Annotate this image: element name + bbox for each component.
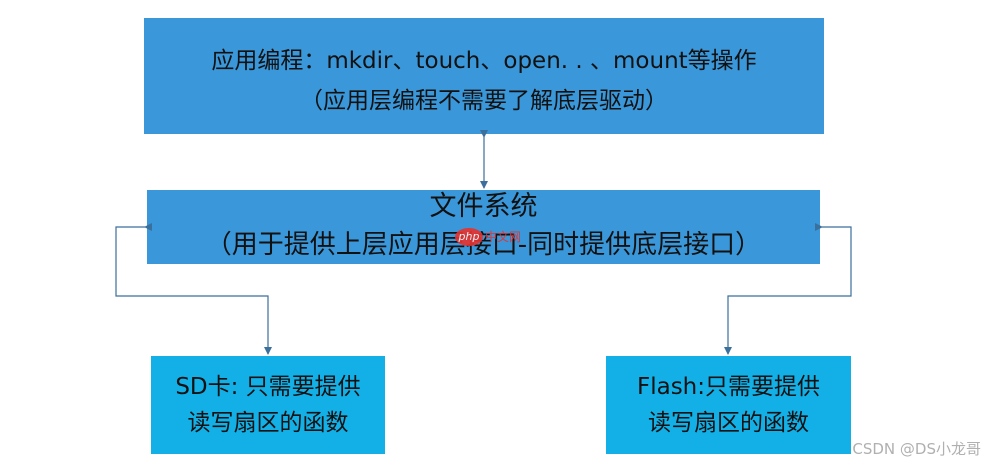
file-system-note: （用于提供上层应用层接口-同时提供底层接口） xyxy=(205,230,762,260)
sd-card-line2: 读写扇区的函数 xyxy=(187,410,349,436)
application-layer-title: 应用编程：mkdir、touch、open. . 、mount等操作 xyxy=(211,48,757,74)
flash-box: Flash:只需要提供 读写扇区的函数 xyxy=(606,356,851,454)
csdn-watermark: CSDN @DS小龙哥 xyxy=(852,440,981,458)
flash-line1: Flash:只需要提供 xyxy=(636,374,821,400)
php-logo-badge: php xyxy=(455,228,483,246)
php-logo-text: 中文网 xyxy=(485,230,522,244)
fs-flash-connector xyxy=(724,223,852,355)
application-layer-box: 应用编程：mkdir、touch、open. . 、mount等操作 （应用层编… xyxy=(144,18,824,134)
fs-sd-connector xyxy=(115,223,272,355)
flash-line2: 读写扇区的函数 xyxy=(648,410,809,436)
application-layer-note: （应用层编程不需要了解底层驱动） xyxy=(300,88,668,114)
sd-card-box: SD卡: 只需要提供 读写扇区的函数 xyxy=(151,356,385,454)
php-watermark-logo: php 中文网 xyxy=(455,226,545,250)
file-system-title: 文件系统 xyxy=(429,191,538,222)
sd-card-line1: SD卡: 只需要提供 xyxy=(175,374,361,400)
